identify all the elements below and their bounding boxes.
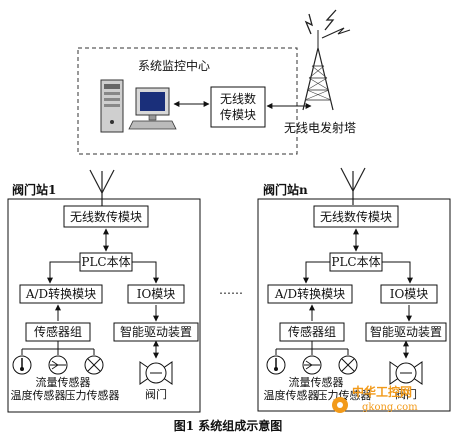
station-1-border [7, 198, 201, 413]
valve-station-n: 阀门站n 无线数传模块 PLC本体 A/D转换模块 IO模块 传感器组 智能驱动… [257, 167, 451, 412]
station-n-valve-label: 阀门 [395, 387, 417, 401]
station-1-wireless-module-label: 无线数传模块 [70, 209, 142, 224]
watermark-url: gkong.com [362, 402, 418, 413]
station-n-plc-io-arrow [382, 261, 413, 284]
station-1-plc-ad-arrow [47, 261, 80, 284]
station-1-sensor-branches [21, 341, 95, 355]
stations-ellipsis: …… [219, 283, 243, 297]
radio-tower-icon [302, 9, 351, 111]
station-n-valve-icon [389, 361, 423, 385]
station-1-valve-label: 阀门 [145, 387, 167, 401]
station-1-wireless-module-box [63, 205, 149, 228]
station-1-sensor-pressure-label: 压力传感器 [65, 389, 120, 402]
center-title: 系统监控中心 [138, 58, 210, 73]
signal-bolt-far [321, 27, 351, 39]
station-n-ad-module-box [267, 284, 353, 304]
station-n-io-module-box [380, 284, 438, 304]
station-1-antenna-icon [89, 169, 115, 207]
station-1-ad-module-box [19, 284, 103, 304]
station-1-plc-io-arrow [132, 261, 159, 284]
station-1-ad-module-label: A/D转换模块 [25, 286, 96, 301]
station-n-wireless-module-box [313, 205, 399, 228]
station-n-sensor-branches [275, 341, 349, 355]
tower-label: 无线电发射塔 [284, 120, 356, 135]
center-wireless-module-label-1: 无线数 [220, 91, 256, 106]
station-n-plc-label: PLC本体 [331, 255, 380, 269]
valve-station-1: 阀门站1 无线数传模块 PLC本体 A/D转换模块 IO模块 传感器组 智能驱动… [7, 169, 201, 413]
figure-caption: 图1 系统组成示意图 [174, 418, 283, 433]
watermark-brand: 中华工控网 [352, 384, 412, 399]
center-wireless-module-label-2: 传模块 [220, 107, 256, 122]
watermark-logo: 中华工控网 gkong.com [332, 384, 418, 413]
station-1-io-module-label: IO模块 [137, 287, 176, 301]
station-1-sensor-flow-label: 流量传感器 [36, 375, 91, 389]
station-1-thermometer-icon [12, 355, 32, 375]
station-1-title: 阀门站1 [12, 182, 56, 197]
station-n-pressure-sensor-icon [338, 355, 358, 375]
station-1-valve-icon [139, 361, 173, 385]
station-n-io-module-label: IO模块 [390, 287, 429, 301]
station-1-sensor-group-label: 传感器组 [34, 324, 82, 339]
station-1-drive-label: 智能驱动装置 [120, 324, 192, 339]
station-1-plc-label: PLC本体 [81, 255, 130, 269]
monitoring-center: 系统监控中心 无线数 传模块 [77, 47, 312, 155]
computer-monitor-icon [128, 87, 177, 130]
station-n-title: 阀门站n [263, 182, 308, 197]
station-n-sensor-temp-label: 温度传感器 [264, 388, 319, 402]
station-n-border [257, 198, 451, 412]
station-n-flow-sensor-icon [302, 355, 322, 375]
server-icon [100, 79, 124, 133]
station-n-thermometer-icon [266, 355, 286, 375]
station-n-plc-ad-arrow [303, 261, 330, 284]
station-n-sensor-group-label: 传感器组 [288, 324, 336, 339]
center-wireless-module-box [210, 86, 266, 128]
signal-bolt-right [324, 9, 337, 31]
station-1-pressure-sensor-icon [84, 355, 104, 375]
station-n-drive-label: 智能驱动装置 [370, 324, 442, 339]
station-n-sensor-flow-label: 流量传感器 [289, 375, 344, 389]
station-1-sensor-temp-label: 温度传感器 [11, 388, 66, 402]
station-n-wireless-module-label: 无线数传模块 [320, 209, 392, 224]
station-1-flow-sensor-icon [48, 355, 68, 375]
station-n-sensor-pressure-label: 压力传感器 [317, 389, 372, 402]
center-dashed-border [77, 47, 298, 155]
station-1-io-module-box [127, 284, 185, 304]
signal-bolt-left [304, 13, 314, 35]
station-n-ad-module-label: A/D转换模块 [274, 286, 345, 301]
